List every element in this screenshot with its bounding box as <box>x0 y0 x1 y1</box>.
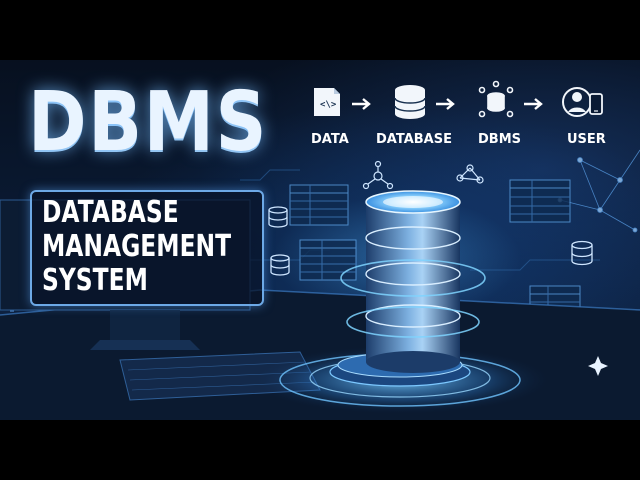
letterbox-top <box>0 0 640 60</box>
flow-label-data: DATA <box>311 132 349 147</box>
letterbox-bottom <box>0 420 640 480</box>
sparkle-icon <box>588 356 608 376</box>
svg-text:<\>: <\> <box>320 100 337 110</box>
arrow-icon <box>436 98 455 110</box>
database-icon <box>394 85 426 119</box>
flow-label-user: USER <box>567 132 606 147</box>
subtitle-line-3: SYSTEM <box>42 263 148 298</box>
code-file-icon: <\> <box>314 88 340 116</box>
flow-label-dbms: DBMS <box>478 132 521 147</box>
flow-diagram: <\> <box>314 80 603 119</box>
thumbnail-scene: <\> <box>0 60 640 420</box>
flow-label-database: DATABASE <box>376 132 452 147</box>
user-device-icon <box>562 87 603 117</box>
small-database-icons <box>268 206 593 276</box>
subtitle-box: DATABASE MANAGEMENT SYSTEM <box>30 190 264 306</box>
main-title: DBMS <box>28 75 269 170</box>
arrow-icon <box>524 98 543 110</box>
database-cylinder <box>365 190 461 373</box>
arrow-icon <box>352 98 371 110</box>
floating-table-panels <box>289 179 623 351</box>
network-node-icons <box>362 160 484 190</box>
subtitle-line-1: DATABASE <box>42 195 179 230</box>
orbit-rings <box>340 259 486 338</box>
subtitle-line-2: MANAGEMENT <box>42 229 232 264</box>
dbms-network-icon <box>478 80 514 118</box>
